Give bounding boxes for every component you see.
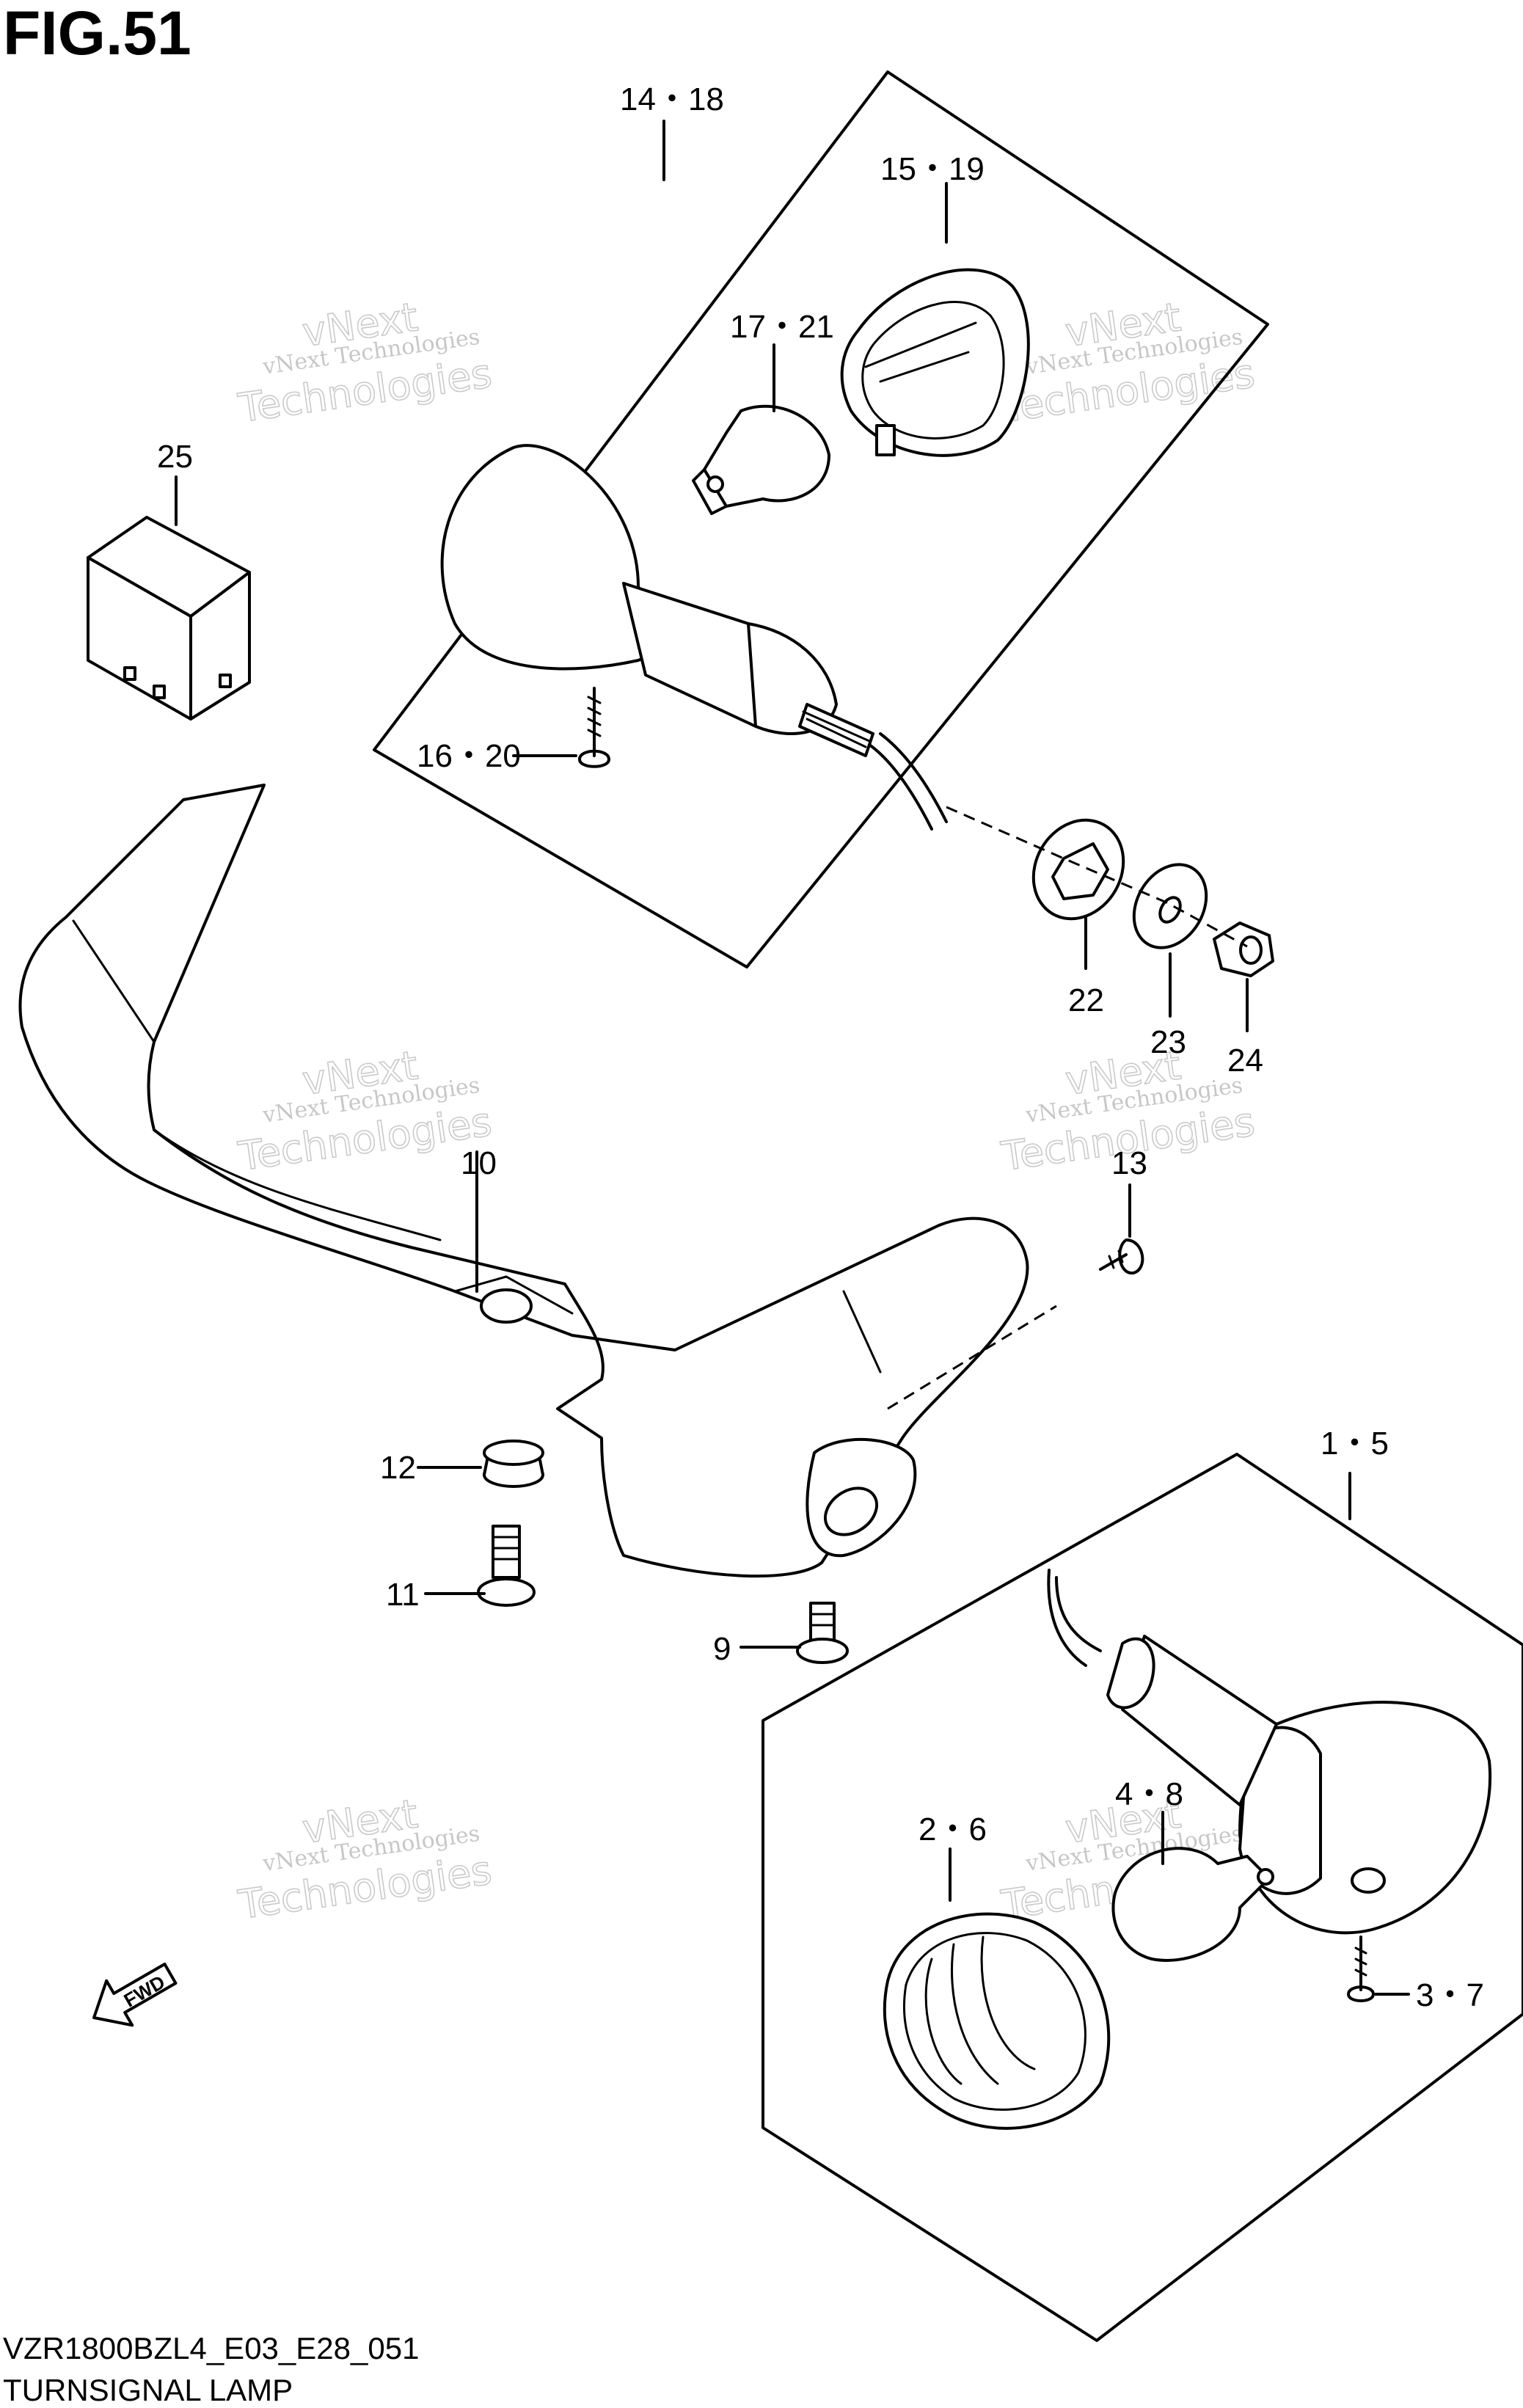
label-3-7: 3・7 [1416, 1977, 1484, 2013]
leader-lines [512, 120, 1249, 1032]
nut-24 [1213, 922, 1274, 977]
upper-assembly-frame [373, 70, 1269, 968]
watermark-5: vNext Technologies vNext Technologies [235, 1790, 495, 1929]
lower-bulb-4-8 [1111, 1811, 1274, 1962]
label-11: 11 [386, 1577, 420, 1613]
watermark-1: vNext Technologies vNext Technologies [235, 293, 495, 432]
upper-bulb-17-21 [692, 404, 830, 515]
label-15-19: 15・19 [880, 151, 985, 187]
watermarks: vNext Technologies vNext Technologies vN… [235, 293, 1258, 1929]
figure-name: TURNSIGNAL LAMP [3, 2373, 293, 2407]
label-25: 25 [157, 439, 193, 475]
label-10: 10 [461, 1145, 497, 1181]
watermark-2: vNext Technologies vNext Technologies [998, 293, 1258, 432]
label-2-6: 2・6 [918, 1812, 987, 1847]
washer-23 [1132, 863, 1208, 949]
relay-25 [87, 475, 251, 720]
callout-labels: 14・18 15・19 17・21 25 16・20 22 23 24 10 1… [157, 81, 1484, 2013]
label-9: 9 [713, 1631, 731, 1667]
label-24: 24 [1227, 1043, 1263, 1079]
bolt-11 [424, 1525, 536, 1607]
screw-13 [1099, 1183, 1144, 1275]
label-4-8: 4・8 [1115, 1776, 1183, 1812]
label-13: 13 [1111, 1145, 1147, 1181]
nut-washer-22 [1031, 818, 1125, 921]
watermark-3: vNext Technologies vNext Technologies [235, 1042, 495, 1181]
label-12: 12 [380, 1450, 416, 1486]
upper-lens-15-19 [840, 268, 1030, 457]
screw-3-7 [1347, 1935, 1410, 2002]
label-14-18: 14・18 [620, 81, 724, 117]
lower-lamp-housing [1047, 1569, 1492, 1935]
bolt-9 [739, 1602, 849, 1664]
figure-title: FIG.51 [3, 0, 191, 68]
bracket-10 [18, 784, 1057, 1578]
screw-16-20 [578, 687, 610, 768]
figure-code: VZR1800BZL4_E03_E28_051 [3, 2331, 419, 2365]
lower-lens-2-6 [883, 1847, 1111, 2130]
lower-assembly-frame [762, 1453, 1523, 2342]
label-17-21: 17・21 [730, 309, 834, 345]
upper-lamp-housing [440, 444, 948, 831]
label-16-20: 16・20 [417, 738, 521, 774]
fwd-arrow-icon: FWD [92, 1963, 178, 2027]
label-1-5: 1・5 [1321, 1426, 1389, 1462]
grommet-12 [417, 1440, 544, 1488]
upper-alignment-line [946, 806, 1248, 948]
label-23: 23 [1150, 1024, 1186, 1060]
label-22: 22 [1068, 982, 1104, 1018]
